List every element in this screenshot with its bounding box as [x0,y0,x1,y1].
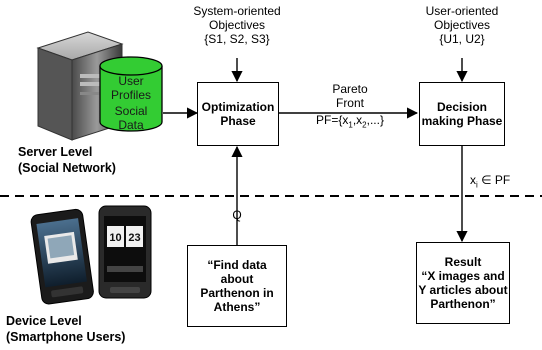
query-label: Q [232,208,242,222]
query-box: “Find data about Parthenon in Athens” [187,245,287,327]
pareto-formula: PF={x1,x2,...} [316,113,384,130]
user-objectives-line2: Objectives [433,18,491,32]
decision-phase-box: Decision making Phase [419,82,505,146]
pareto-line2: Front [335,96,364,110]
optimization-line1: Optimization [201,100,275,114]
server-level-subtitle: (Social Network) [18,161,116,175]
pareto-line1: Pareto [332,82,368,96]
optimization-phase-box: Optimization Phase [197,82,279,146]
user-objectives-label: User-oriented Objectives {U1, U2} [402,4,522,46]
result-line3: Y articles about [418,283,508,297]
optimization-line2: Phase [220,114,256,128]
db-label-user: User [118,74,144,88]
result-line4: Parthenon” [430,297,496,311]
server-level-label: Server Level (Social Network) [18,144,148,176]
server-level-title: Server Level [18,145,93,159]
query-line4: Athens” [213,300,261,314]
database-cylinder-icon [99,56,163,132]
system-objectives-label: System-oriented Objectives {S1, S2, S3} [177,4,297,46]
decision-line1: Decision [436,100,487,114]
result-box: Result “X images and Y articles about Pa… [416,242,510,324]
db-label-data: Data [118,118,144,132]
pareto-front-label: Pareto Front PF={x1,x2,...} [292,82,408,132]
query-line1: “Find data [207,258,267,272]
db-label-social: Social [114,104,148,118]
device-level-title: Device Level [6,314,82,328]
user-objectives-set: {U1, U2} [439,32,485,46]
phone-clock-right: 23 [128,232,140,244]
selected-solution-label: xi ∈ PF [470,173,511,190]
device-level-label: Device Level (Smartphone Users) [6,313,166,345]
result-line2: “X images and [421,269,505,283]
smartphone-photo-icon [30,208,94,305]
db-label-profiles: Profiles [110,88,151,102]
result-title: Result [444,255,482,269]
query-line3: Parthenon in [200,286,274,300]
user-objectives-line1: User-oriented [425,4,499,18]
system-objectives-line2: Objectives [208,18,266,32]
system-objectives-set: {S1, S2, S3} [204,32,270,46]
system-objectives-line1: System-oriented [193,4,281,18]
device-level-subtitle: (Smartphone Users) [6,330,126,344]
smartphone-clock-icon [98,205,152,299]
phone-clock-left: 10 [109,232,121,244]
decision-line2: making Phase [421,114,503,128]
query-line2: about [220,272,254,286]
